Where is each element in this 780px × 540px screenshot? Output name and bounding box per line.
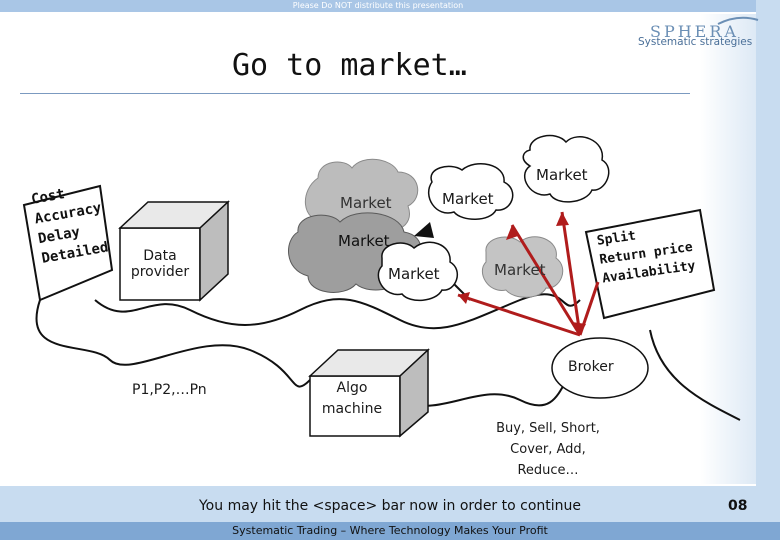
broker-node xyxy=(551,337,649,399)
orders-label: Buy, Sell, Short, Cover, Add, Reduce… xyxy=(496,421,600,478)
algo-machine-cube xyxy=(308,348,430,438)
market-label-3: Market xyxy=(442,190,494,208)
confidential-notice: Please Do NOT distribute this presentati… xyxy=(292,1,464,10)
market-arrow-head xyxy=(414,222,434,238)
footer-text: Systematic Trading – Where Technology Ma… xyxy=(232,524,548,537)
broker-label: Broker xyxy=(568,359,614,375)
market-cloud-3 xyxy=(427,163,514,220)
footer-bar xyxy=(0,522,780,540)
flow-line-far xyxy=(649,329,741,421)
market-cloud-5 xyxy=(377,241,459,302)
right-gradient-panel xyxy=(700,14,756,484)
algo-machine-label: Algo machine xyxy=(321,380,383,417)
arrow-heads xyxy=(458,212,586,335)
attributes-note: Cost Accuracy Delay Detailed xyxy=(30,180,110,270)
data-provider-label: Data provider xyxy=(130,248,190,280)
brand-swoosh-icon xyxy=(717,16,759,25)
brand-logo: SPHERA xyxy=(650,22,739,41)
page-number: 08 xyxy=(728,498,748,514)
market-label-2: Market xyxy=(338,232,390,250)
bottom-accent-bar xyxy=(0,486,780,522)
market-label-1: Market xyxy=(340,194,392,212)
continue-hint: You may hit the <space> bar now in order… xyxy=(198,498,582,514)
market-label-5: Market xyxy=(388,265,440,283)
attributes-note-shape xyxy=(22,184,114,302)
brand-tagline: Systematic strategies xyxy=(638,36,753,48)
title-divider xyxy=(20,93,690,94)
market-label-4: Market xyxy=(536,166,588,184)
top-band xyxy=(0,0,780,12)
market-cloud-6 xyxy=(481,236,564,298)
market-cloud-4 xyxy=(522,134,610,203)
page-title: Go to market… xyxy=(232,48,467,83)
flow-line-left xyxy=(35,299,311,388)
market-label-6: Market xyxy=(494,261,546,279)
order-note-shape xyxy=(584,208,716,320)
right-accent-bar xyxy=(756,0,780,540)
params-label: P1,P2,…Pn xyxy=(132,382,207,398)
data-provider-cube xyxy=(118,200,230,302)
